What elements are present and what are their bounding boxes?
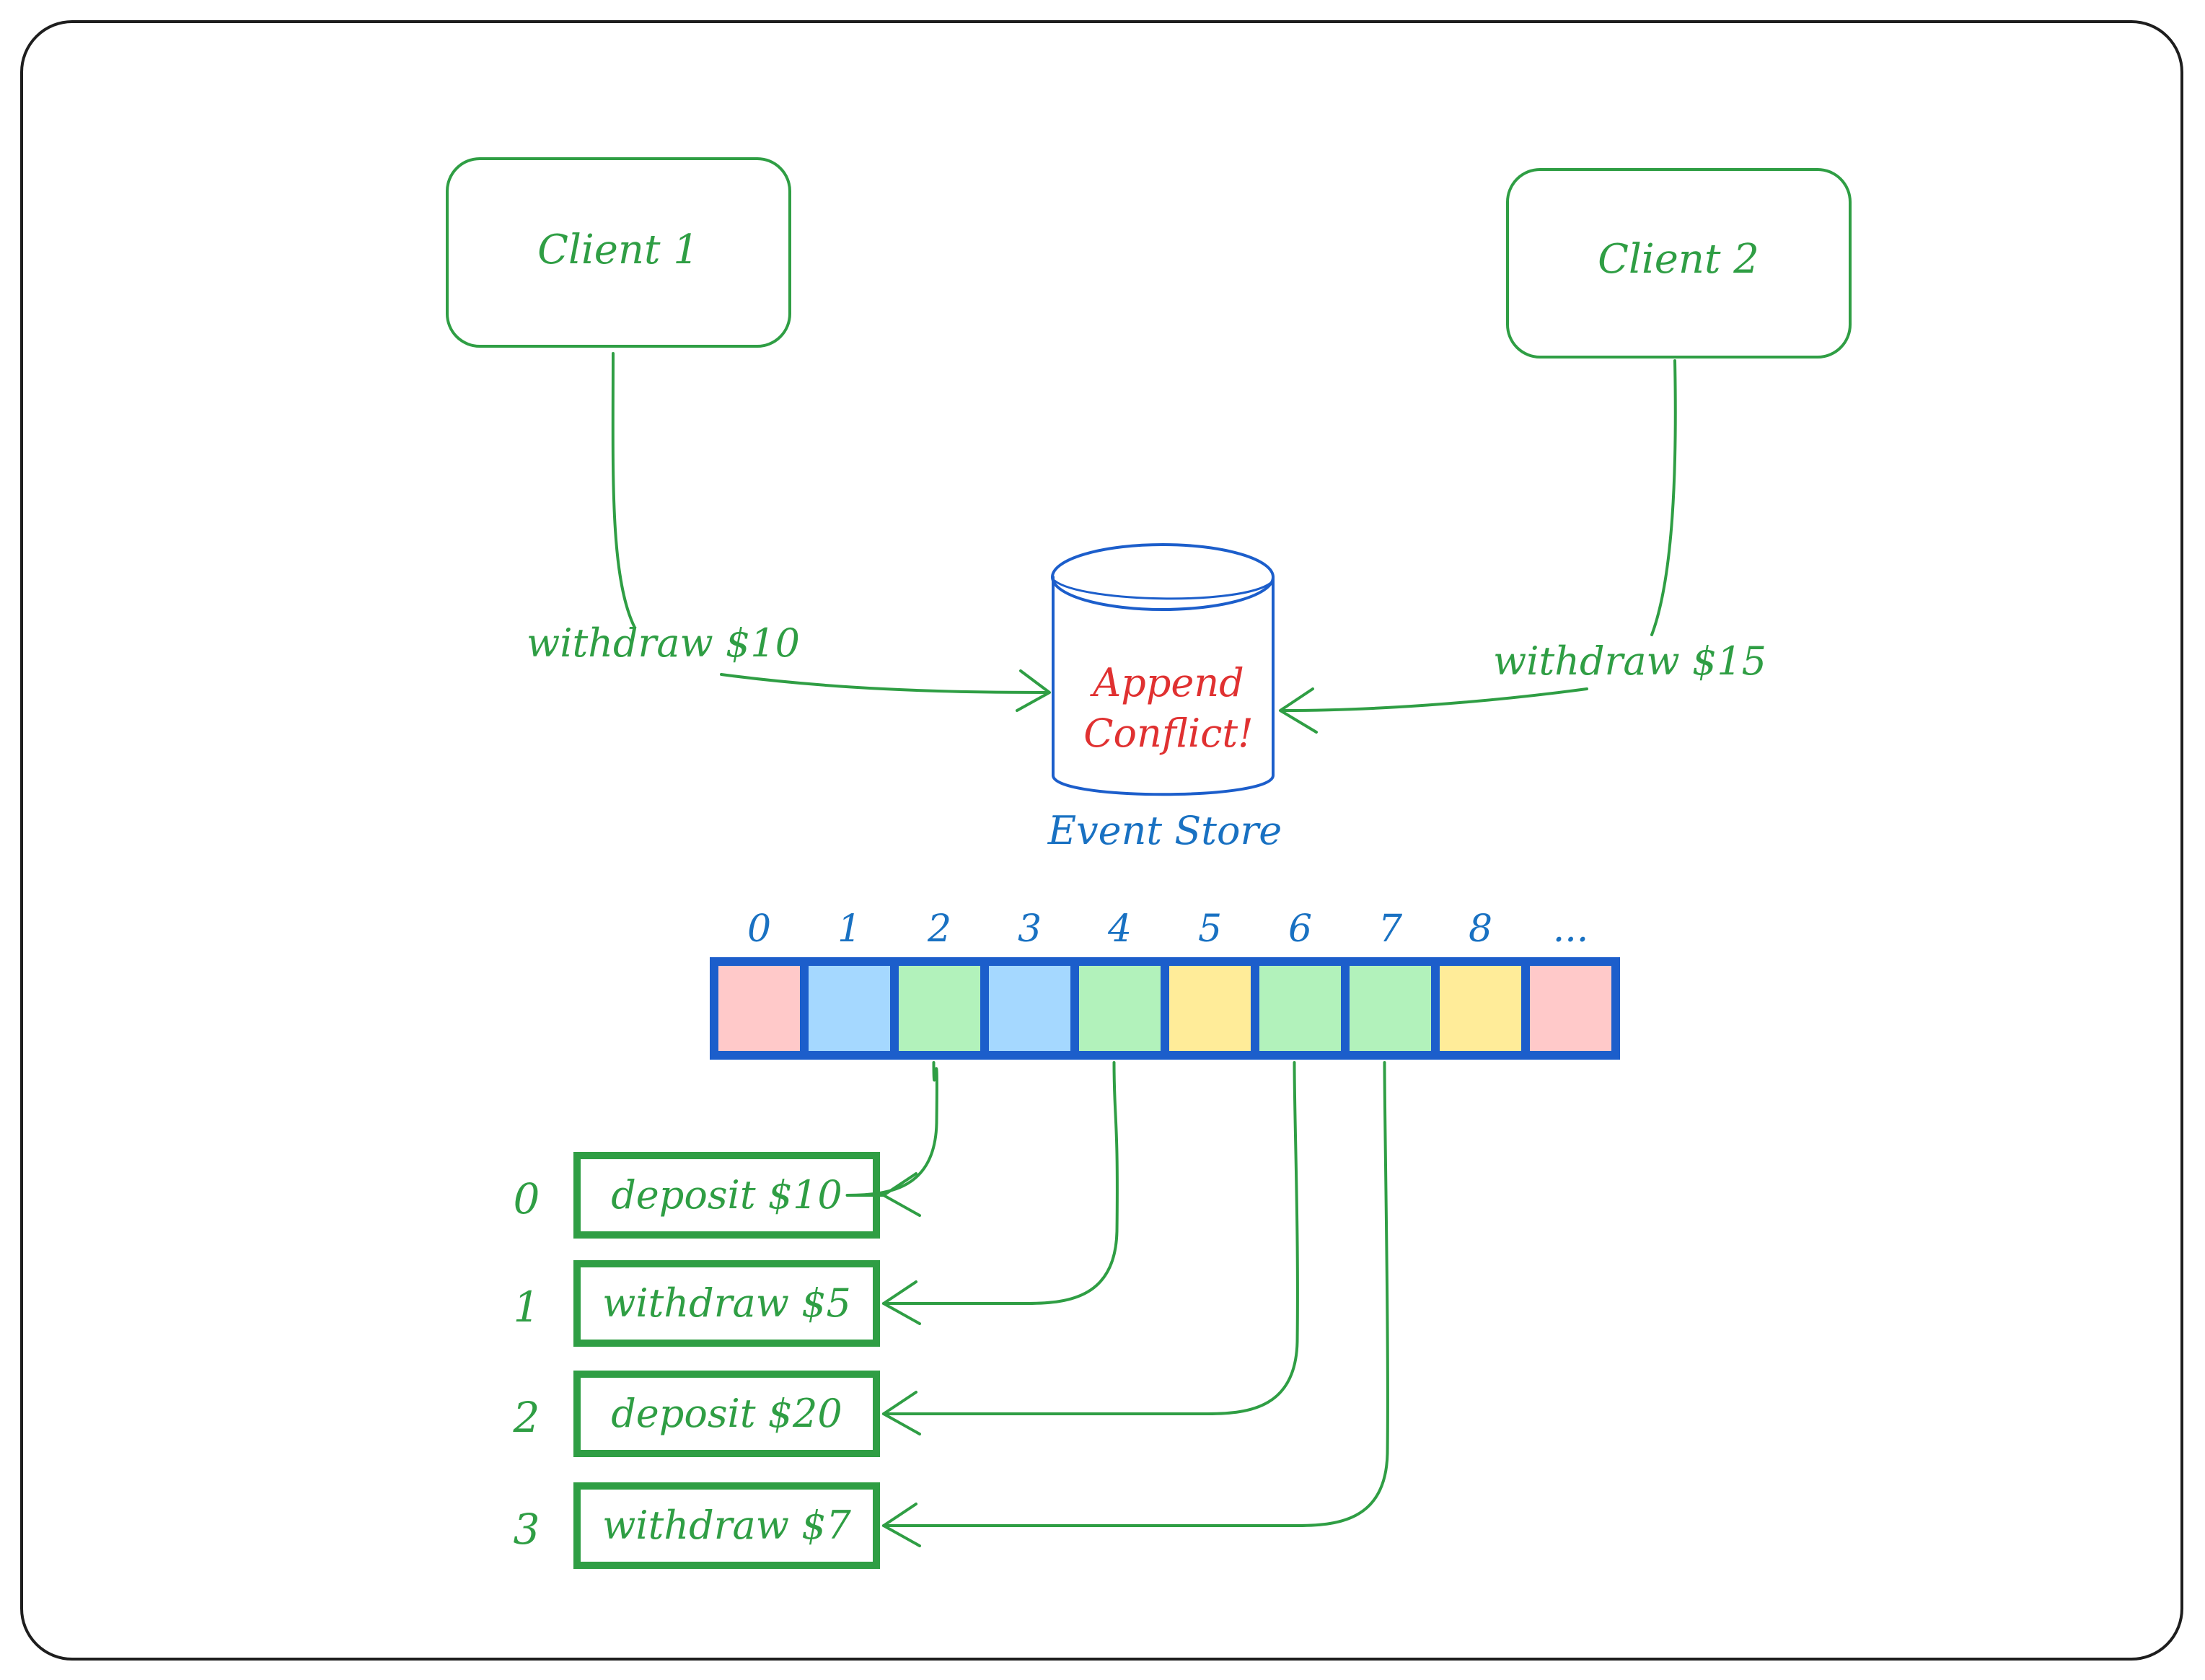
- arrow-head-icon: [882, 1280, 921, 1325]
- client-2-request-arrow-line: [1282, 687, 1588, 712]
- stream-connector-line: [882, 1061, 1389, 1527]
- event-log-index-label: 6: [1288, 907, 1312, 951]
- event-log-cell: [1521, 957, 1620, 1060]
- arrow-head-icon: [882, 1503, 921, 1547]
- event-log-index-label: 0: [747, 907, 771, 951]
- event-log-index-label: 7: [1378, 907, 1403, 951]
- event-log-index-label: 2: [927, 907, 951, 951]
- client-1-request-arrow-line: [720, 673, 1047, 694]
- client-1-box: [446, 157, 791, 348]
- outer-frame: [20, 20, 2183, 1661]
- stream-connector-line: [845, 1061, 938, 1197]
- append-conflict-line-2: Conflict!: [1083, 711, 1254, 756]
- stream-event-box: [573, 1260, 880, 1347]
- arrow-head-icon: [882, 1391, 921, 1435]
- stream-index-label: 3: [514, 1505, 540, 1554]
- event-log-cell: [1251, 957, 1350, 1060]
- stream-event-box: [573, 1152, 880, 1239]
- stream-index-label: 1: [514, 1283, 540, 1332]
- stream-index-label: 0: [514, 1174, 540, 1223]
- request-withdraw-15-label: withdraw $15: [1493, 638, 1766, 684]
- client-2-request-line: [1650, 359, 1677, 636]
- event-store-cylinder-icon: [1051, 543, 1275, 796]
- event-log-index-label: 1: [837, 907, 861, 951]
- request-withdraw-10-label: withdraw $10: [527, 620, 800, 666]
- stream-event-label: deposit $10: [611, 1172, 842, 1218]
- event-log-cell: [890, 957, 989, 1060]
- event-log-cell: [800, 957, 899, 1060]
- stream-event-label: deposit $20: [611, 1391, 842, 1436]
- client-2-box: [1506, 168, 1852, 359]
- client-2-label: Client 2: [1598, 236, 1759, 283]
- event-log: [710, 957, 1620, 1060]
- event-log-index-label: ...: [1553, 907, 1589, 951]
- event-log-cell: [980, 957, 1079, 1060]
- event-log-indices: 0 1 2 3 4 5 6 7 8...: [747, 907, 1588, 951]
- stream-event-box: [573, 1371, 880, 1457]
- event-store-label: Event Store: [1047, 808, 1282, 853]
- event-log-index-label: 8: [1469, 907, 1492, 951]
- stream-connector-line: [882, 1061, 1299, 1415]
- stream-connectors: [845, 1061, 1389, 1547]
- stream-event-box: [573, 1482, 880, 1569]
- event-log-index-label: 3: [1018, 907, 1042, 951]
- client-1-request-line: [611, 352, 636, 629]
- event-log-index-label: 5: [1198, 907, 1222, 951]
- stream-connector-line: [882, 1061, 1119, 1305]
- append-conflict-line-1: Append: [1089, 660, 1244, 705]
- stream-event-label: withdraw $7: [602, 1503, 851, 1548]
- stream: deposit $10 0 withdraw $5 1 deposit $20 2 with…: [513, 1152, 880, 1569]
- arrow-head-icon: [1279, 687, 1318, 734]
- stream-index-label: 2: [513, 1393, 540, 1442]
- event-log-cell: [1070, 957, 1169, 1060]
- event-log-cell: [1161, 957, 1259, 1060]
- event-log-cell: [1431, 957, 1530, 1060]
- event-log-cell: [710, 957, 809, 1060]
- event-log-cell: [1341, 957, 1440, 1060]
- event-log-index-label: 4: [1107, 907, 1132, 951]
- arrow-head-icon: [1016, 669, 1051, 712]
- stream-event-label: withdraw $5: [602, 1280, 851, 1326]
- client-1-label: Client 1: [537, 227, 699, 273]
- arrow-head-icon: [882, 1172, 921, 1217]
